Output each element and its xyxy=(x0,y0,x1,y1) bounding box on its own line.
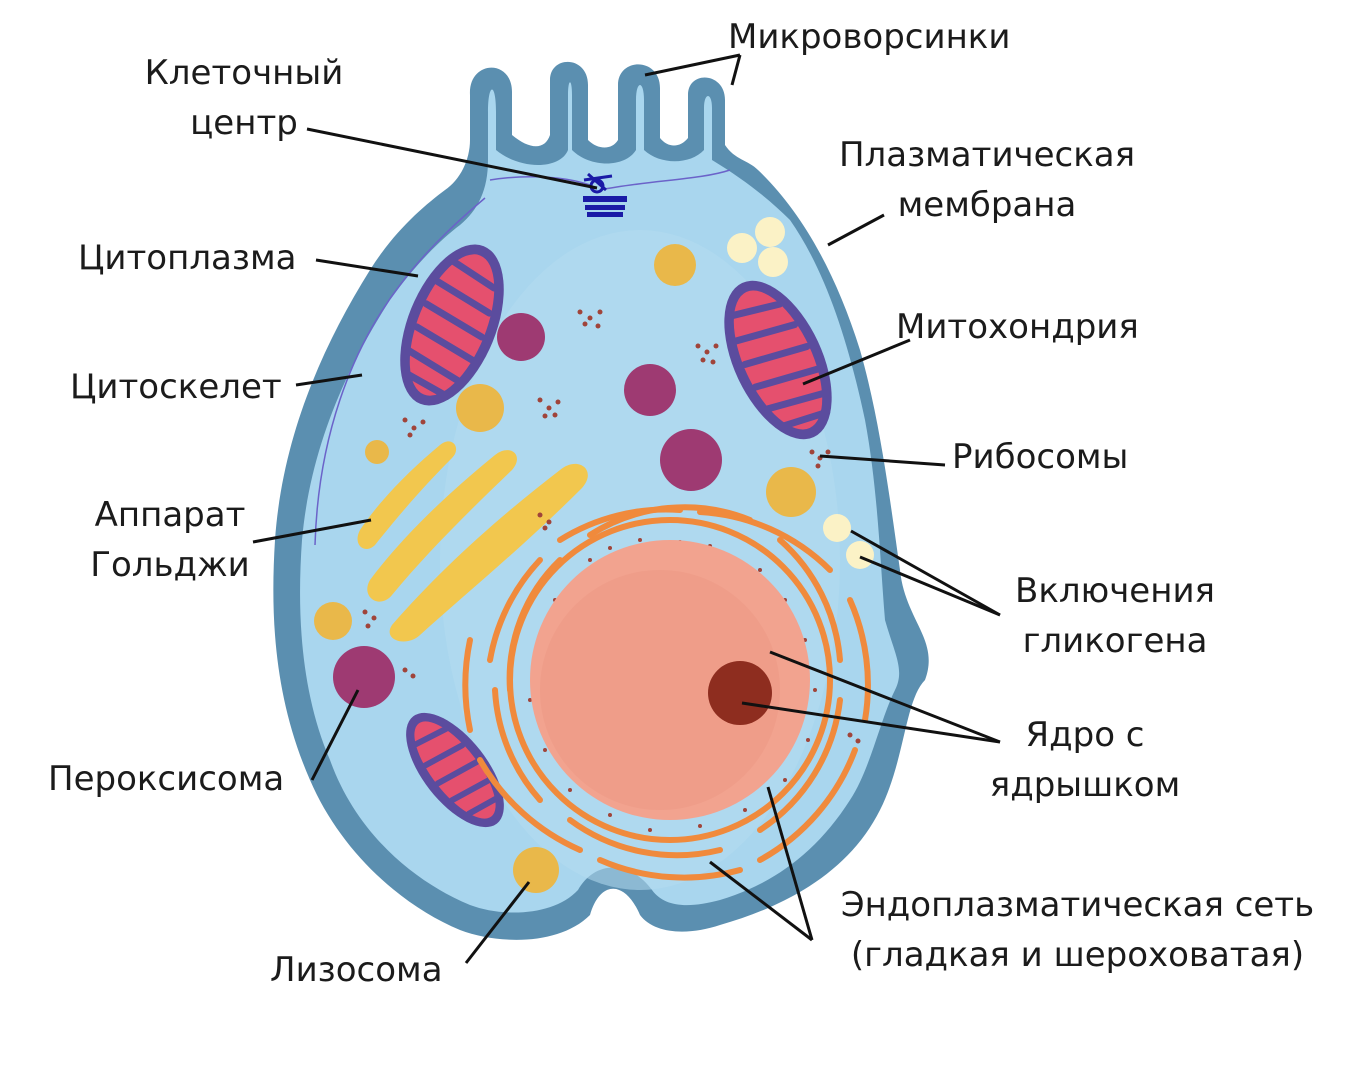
label-golgi: Аппарат Гольджи xyxy=(80,490,260,590)
label-er-line1: Эндоплазматическая сеть xyxy=(840,885,1315,925)
peroxisomes xyxy=(333,313,722,708)
cytoskeleton-line xyxy=(314,197,486,546)
endoplasmic-reticulum xyxy=(462,504,871,881)
label-cell-center-line1: Клеточный xyxy=(144,53,344,93)
mitochondrion-top-left xyxy=(400,244,504,406)
label-er-line2: (гладкая и шероховатая) xyxy=(850,935,1305,975)
label-peroxisome: Пероксисома xyxy=(48,759,285,799)
label-glycogen-line2: гликогена xyxy=(1022,621,1208,661)
golgi-apparatus xyxy=(357,440,588,642)
centrosome xyxy=(583,172,627,217)
label-nucleus-line1: Ядро с xyxy=(1025,715,1145,755)
nucleus xyxy=(530,540,810,820)
label-cell-center-line2: центр xyxy=(190,103,298,143)
mitochondrion-top-right xyxy=(724,280,832,440)
ribosomes xyxy=(362,309,861,744)
glycogen-inclusions xyxy=(727,217,874,569)
label-glycogen-line1: Включения xyxy=(1015,571,1215,611)
label-golgi-line1: Аппарат xyxy=(94,495,246,535)
lysosomes xyxy=(314,244,816,893)
label-glycogen: Включения гликогена xyxy=(1000,566,1230,666)
label-ribosomes: Рибосомы xyxy=(952,437,1129,477)
label-cytoplasm: Цитоплазма xyxy=(78,238,297,278)
label-plasma-membrane: Плазматическая мембрана xyxy=(828,130,1146,230)
label-mitochondrion: Митохондрия xyxy=(896,307,1139,347)
label-er: Эндоплазматическая сеть (гладкая и шерох… xyxy=(820,880,1335,980)
label-plasma-membrane-line2: мембрана xyxy=(897,185,1077,225)
label-lysosome: Лизосома xyxy=(270,950,443,990)
mitochondrion-bottom xyxy=(406,712,504,828)
label-cell-center: Клеточный центр xyxy=(134,48,354,148)
label-nucleus-line2: ядрышком xyxy=(989,765,1181,805)
label-plasma-membrane-line1: Плазматическая xyxy=(838,135,1136,175)
label-golgi-line2: Гольджи xyxy=(90,545,250,585)
leader-lines xyxy=(252,53,1001,964)
label-nucleus: Ядро с ядрышком xyxy=(975,710,1195,810)
label-microvilli: Микроворсинки xyxy=(728,17,1011,57)
label-cytoskeleton: Цитоскелет xyxy=(70,367,282,407)
